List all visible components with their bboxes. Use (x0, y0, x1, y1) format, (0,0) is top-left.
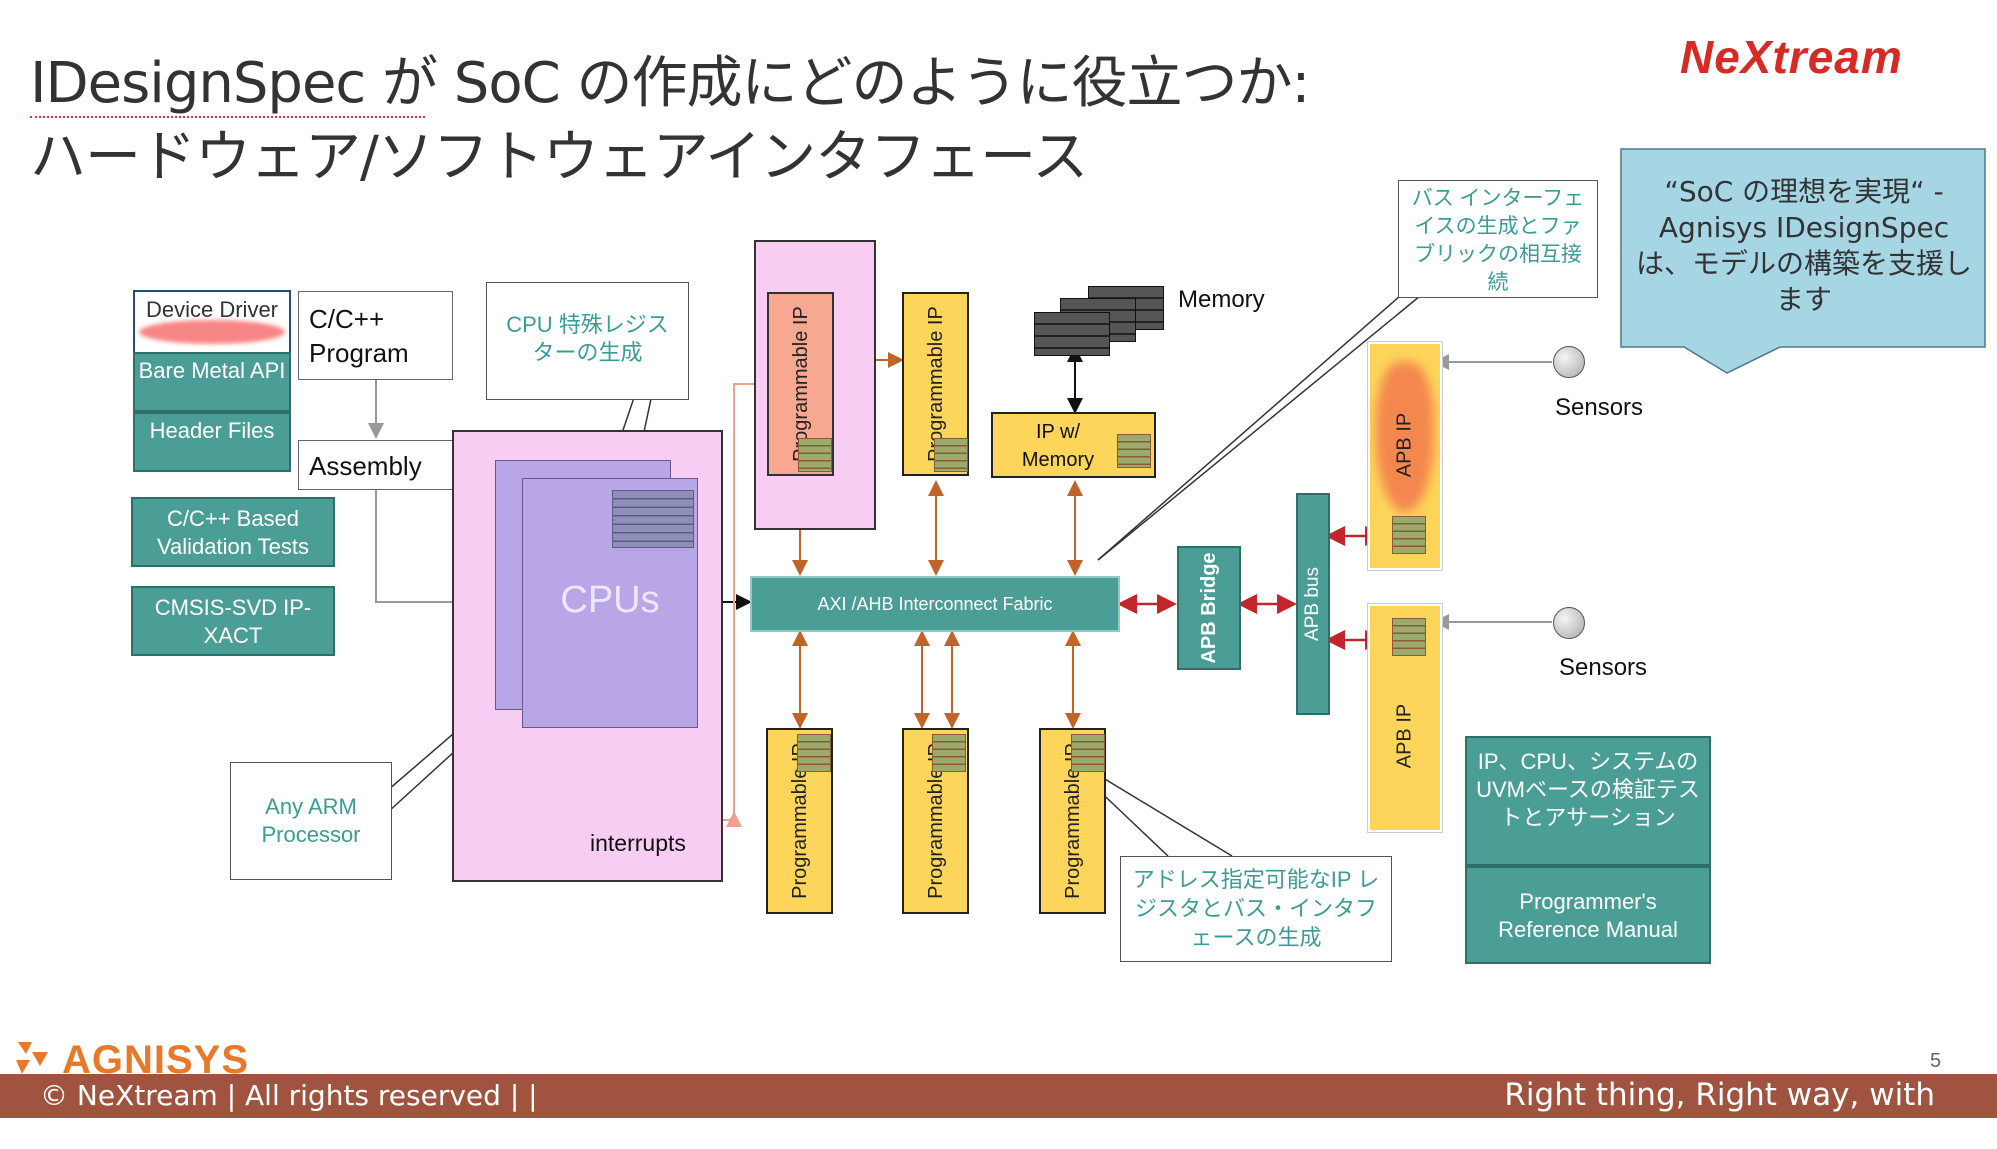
apb-bus: APB bus (1296, 493, 1330, 715)
page-number: 5 (1930, 1050, 1942, 1072)
sensors-label-2: Sensors (1559, 654, 1648, 681)
programmable-ip-bottom-2: Programmable IP (902, 728, 969, 914)
sensor-icon (1553, 607, 1585, 639)
title-line2: ハードウェア/ソフトウェアインタフェース (30, 125, 1088, 190)
register-block (798, 438, 832, 472)
quote-callout: “SoC の理想を実現“ - Agnisys IDesignSpec は、モデル… (1620, 148, 1986, 374)
register-block (1392, 618, 1426, 656)
agnisys-logo-icon (12, 1038, 56, 1078)
any-arm-note: Any ARM Processor (230, 762, 392, 880)
validation-tests: C/C++ Based Validation Tests (131, 497, 335, 567)
register-block (797, 734, 831, 772)
memory-chip-3 (1034, 312, 1110, 356)
header-files: Header Files (133, 412, 291, 472)
cpu-registers-note: CPU 特殊レジスターの生成 (486, 282, 689, 400)
highlight-blob (139, 320, 285, 344)
quote-text: “SoC の理想を実現“ - Agnisys IDesignSpec は、モデル… (1635, 175, 1972, 316)
sensor-icon (1553, 346, 1585, 378)
callout-shape (1620, 148, 1986, 374)
ip-with-memory: IP w/ Memory (991, 412, 1156, 478)
nextream-logo: NeXtream (1680, 31, 1903, 83)
register-block (934, 438, 968, 472)
device-driver-label: Device Driver (145, 297, 279, 322)
memory-label: Memory (1178, 286, 1265, 313)
programmable-ip-bottom-1: Programmable IP (766, 728, 833, 914)
apb-bridge-label: APB Bridge (1198, 552, 1220, 664)
register-block (932, 734, 966, 772)
ip-with-memory-label: IP w/ Memory (1021, 421, 1095, 471)
addressable-ip-note: アドレス指定可能なIP レジスタとバス・インタフェースの生成 (1120, 856, 1392, 962)
cpu-register-block (612, 490, 694, 548)
footer-copyright: © NeXtream | All rights reserved | | (40, 1079, 538, 1112)
register-block (1117, 434, 1151, 468)
apb-ip-1-label: APB IP (1393, 412, 1416, 478)
apb-ip-2: APB IP (1370, 606, 1440, 830)
sensors-label-1: Sensors (1555, 394, 1644, 421)
spellcheck-underline (30, 112, 425, 118)
cpp-program-box: C/C++ Program (298, 291, 453, 380)
register-block (1392, 516, 1426, 554)
bare-metal-api: Bare Metal API (133, 352, 291, 412)
assembly-box: Assembly (298, 440, 453, 490)
programmers-manual-box: Programmer's Reference Manual (1465, 866, 1711, 964)
apb-ip-1: APB IP (1370, 344, 1440, 568)
programmable-ip-top-2: Programmable IP (902, 292, 969, 476)
agnisys-mark (16, 1042, 48, 1074)
footer-slogan: Right thing, Right way, with Fun! (1504, 1077, 1935, 1149)
bus-interface-note: バス インターフェイスの生成とファブリックの相互接続 (1398, 180, 1598, 298)
programmable-ip-top-1: Programmable IP (767, 292, 834, 476)
apb-bus-label: APB bus (1302, 567, 1323, 641)
cmsis-svd-ip-xact: CMSIS-SVD IP-XACT (131, 586, 335, 656)
footer-bar (0, 1074, 1997, 1118)
register-block (1071, 734, 1105, 772)
programmable-ip-bottom-3: Programmable IP (1039, 728, 1106, 914)
heat-blob (1376, 362, 1434, 512)
apb-ip-2-label: APB IP (1393, 703, 1416, 769)
cpus-label: CPUs (560, 579, 660, 621)
uvm-verification-box: IP、CPU、システムのUVMベースの検証テストとアサーション (1465, 736, 1711, 866)
axi-ahb-fabric: AXI /AHB Interconnect Fabric (750, 576, 1120, 632)
apb-bridge: APB Bridge (1177, 546, 1241, 670)
title-line1: IDesignSpec が SoC の作成にどのように役立つか: (30, 51, 1310, 116)
device-driver-box: Device Driver (133, 290, 291, 354)
interrupts-label: interrupts (590, 830, 686, 856)
